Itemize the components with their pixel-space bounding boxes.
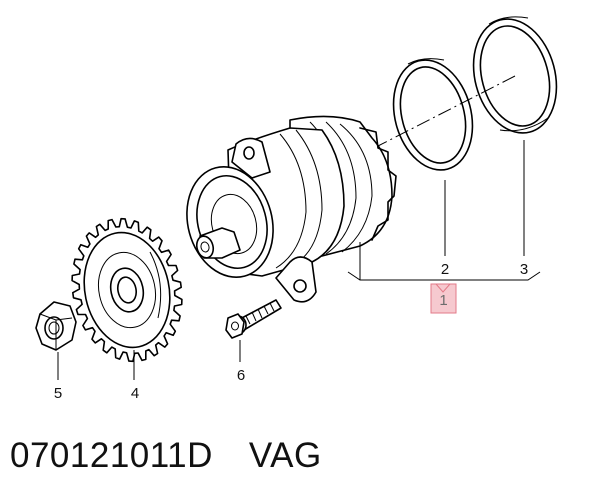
part-2-small-seal-ring[interactable] [382, 51, 484, 179]
label-part-6: 6 [237, 367, 245, 384]
part-5-hex-nut[interactable] [35, 301, 77, 351]
label-part-5: 5 [54, 385, 62, 402]
brand-name: VAG [248, 436, 322, 475]
label-part-2: 2 [441, 261, 449, 278]
callout-part-1[interactable]: 1 [430, 283, 457, 314]
part-number: 070121011D [10, 436, 213, 475]
center-axis-line [377, 75, 516, 147]
label-part-3: 3 [520, 261, 528, 278]
leader-lines [57, 140, 541, 380]
exploded-parts-diagram: 1 2 3 4 5 6 [35, 10, 568, 402]
part-3-large-seal-ring[interactable] [461, 10, 568, 143]
label-part-1: 1 [439, 292, 447, 309]
label-part-4: 4 [131, 385, 139, 402]
part-6-bolt[interactable] [225, 299, 282, 339]
part-4-drive-gear[interactable] [71, 217, 183, 363]
part-1-water-pump-body[interactable] [175, 115, 397, 303]
part-caption: 070121011D VAG [10, 436, 322, 476]
